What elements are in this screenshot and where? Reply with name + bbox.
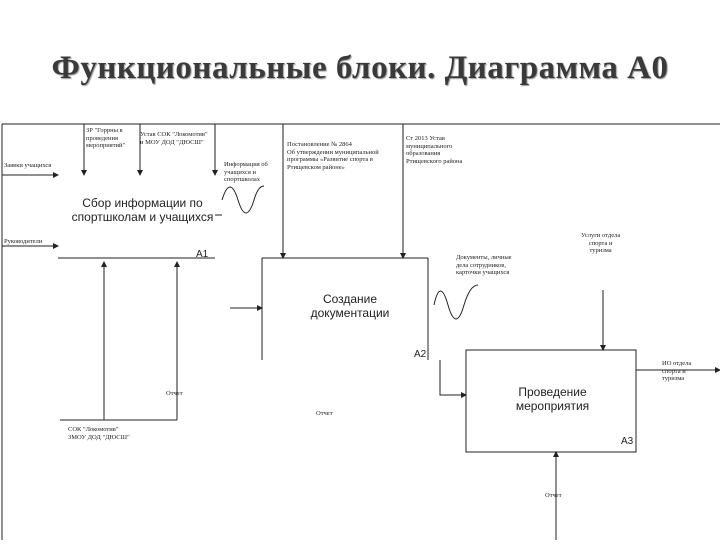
block-a1-title: Сбор информации по спортшколам и учащихс… <box>71 196 214 224</box>
squiggle-documents <box>433 284 479 320</box>
block-a2-id: A2 <box>414 349 427 360</box>
label-documents: Документы, личные дела сотрудников, карт… <box>456 254 512 276</box>
label-ustav: Устав СОК "Локомотив" и МОУ ДОД "ДЮСШ" <box>140 131 208 146</box>
label-otchet-a1: Отчет <box>166 390 183 397</box>
squiggle-info <box>221 185 265 214</box>
block-a3-title: Проведение мероприятия <box>515 385 590 413</box>
label-otchet-a2: Отчет <box>316 410 333 417</box>
label-sok: СОК "Локомотив" ЗМОУ ДОД "ДЮСШ" <box>68 426 130 441</box>
block-a3-id: A3 <box>621 436 634 447</box>
block-a3-frame <box>465 349 637 453</box>
slide-title: Функциональные блоки. Диаграмма А0 <box>51 50 669 86</box>
block-a1-id: A1 <box>196 249 209 260</box>
label-info: Информация об учащихся и спортшколах <box>224 161 268 183</box>
label-plan: ЗР "Горрны в проведения мероприятий" <box>86 127 126 149</box>
label-st2013: Ст 2013 Устав муниципального образования… <box>406 135 463 165</box>
label-otchet-a3: Отчет <box>545 492 562 499</box>
block-a2-title: Создание документации <box>310 292 390 320</box>
label-rukovoditeli: Руководители <box>4 238 43 245</box>
label-zayavki: Заявки учащихся <box>4 162 52 169</box>
label-io-otdel: ИО отдела спорта и туризма <box>662 360 692 382</box>
arrow-a2-a3 <box>439 360 467 398</box>
label-postanovlenie: Постановление № 2864 Об утверждении муни… <box>287 141 379 171</box>
label-uslugi: Услуги отдела спорта и туризма <box>581 232 621 254</box>
